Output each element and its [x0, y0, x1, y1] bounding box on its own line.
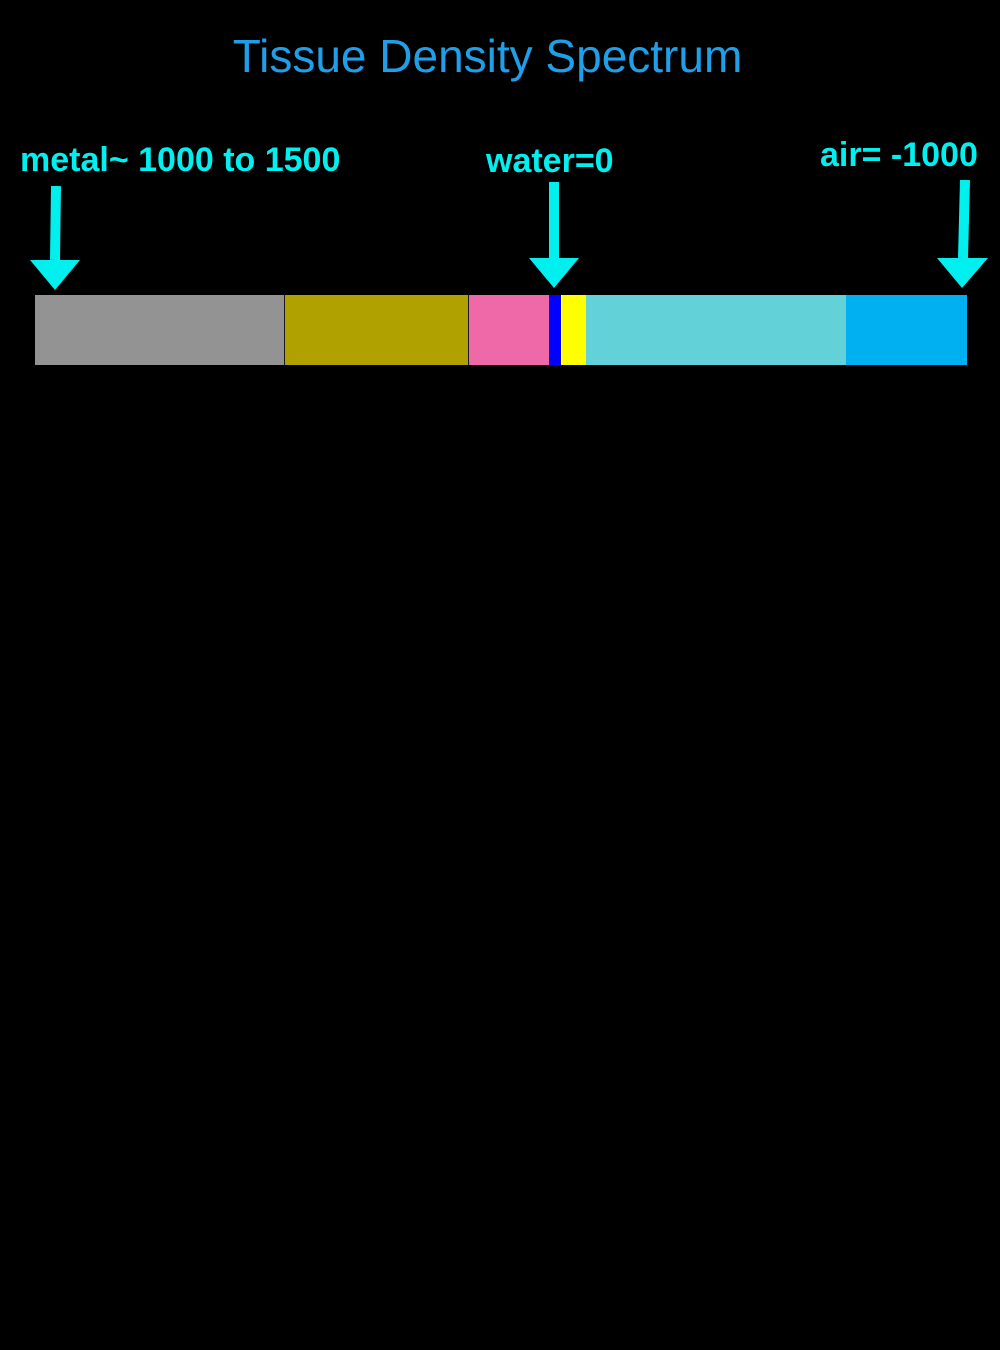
water-marker-label: water=0: [486, 142, 614, 180]
spectrum-segment-sky-blue: [845, 295, 967, 365]
air-marker-label: air= -1000: [820, 136, 978, 174]
metal-marker-label: metal~ 1000 to 1500: [20, 141, 341, 179]
water-down-arrow-icon: [524, 182, 584, 288]
spectrum-segment-light-cyan: [585, 295, 846, 365]
spectrum-segment-gray: [35, 295, 284, 365]
spectrum-segment-yellow: [561, 295, 586, 365]
density-spectrum-bar: [35, 295, 967, 365]
spectrum-segment-blue: [549, 295, 561, 365]
diagram-title: Tissue Density Spectrum: [232, 30, 743, 82]
air-down-arrow-icon: [932, 180, 992, 288]
spectrum-segment-white-gap: [560, 295, 562, 365]
spectrum-segment-olive: [283, 295, 469, 365]
metal-down-arrow-icon: [26, 186, 86, 290]
spectrum-segment-pink: [468, 295, 550, 365]
